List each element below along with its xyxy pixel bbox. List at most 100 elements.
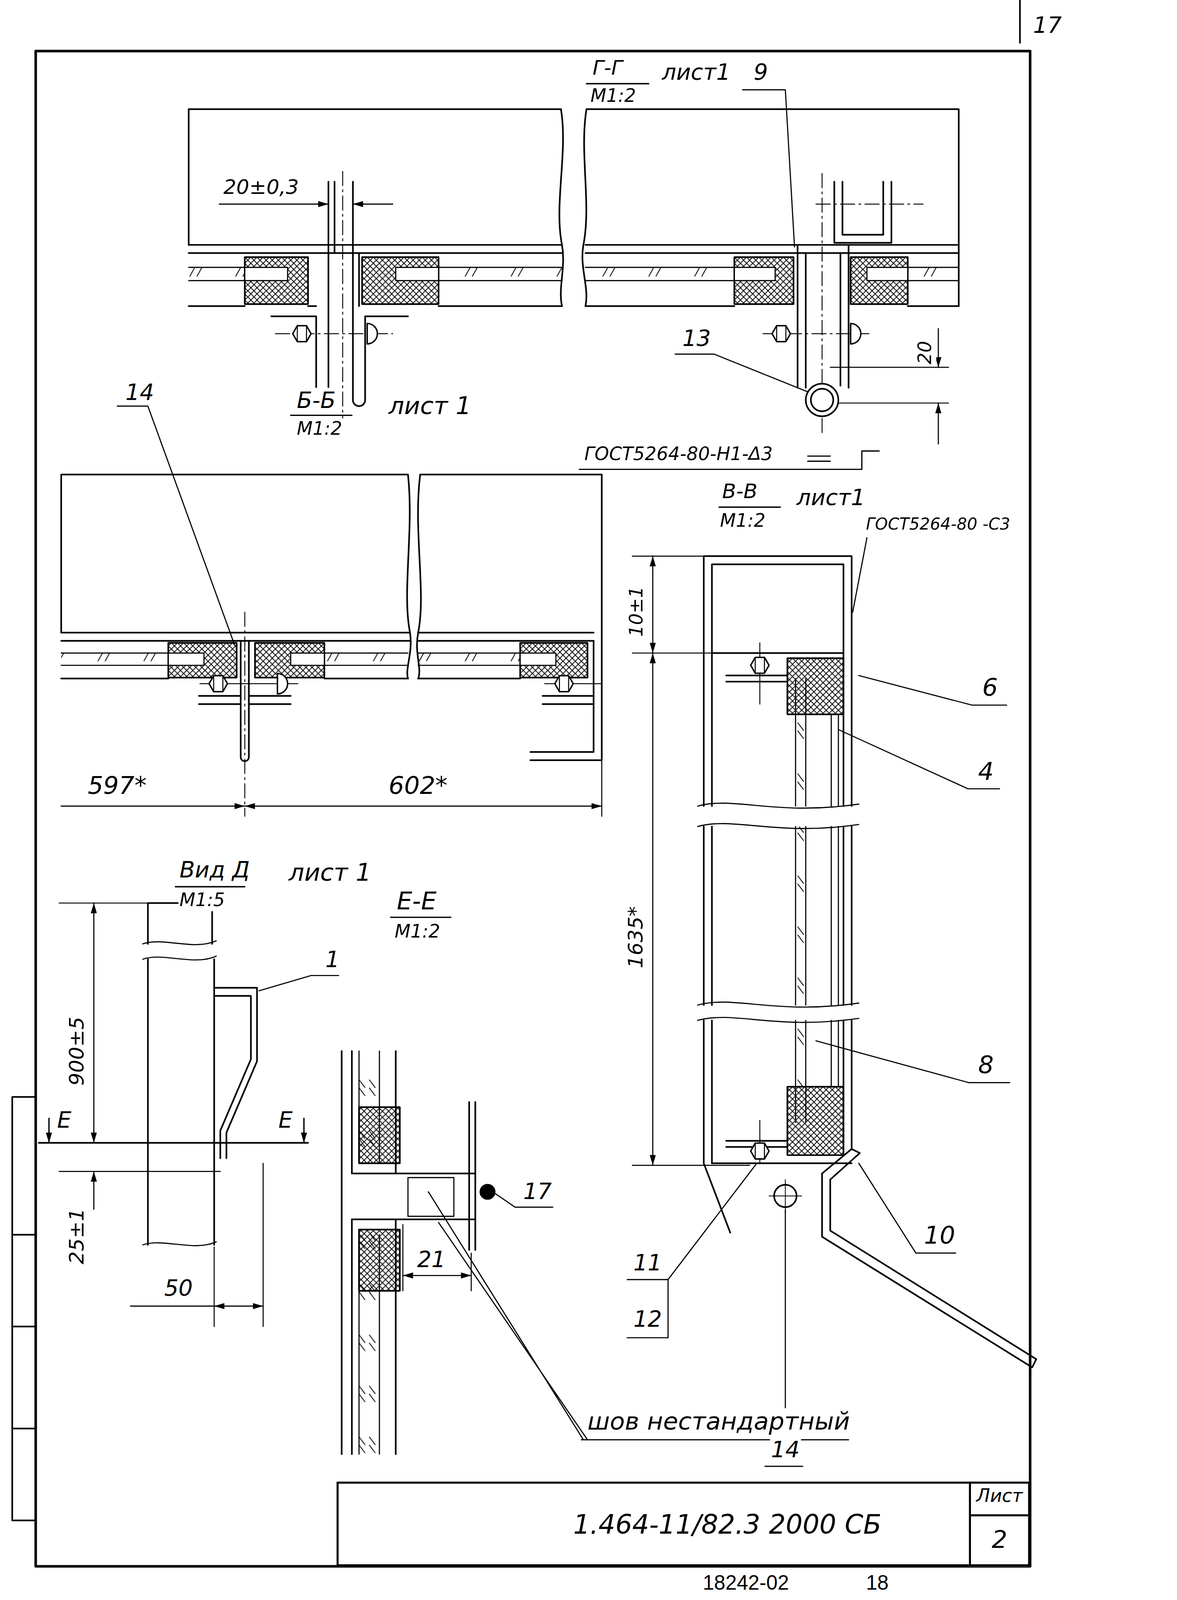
section-vv-vertical — [795, 826, 806, 1005]
callout-number: 14 — [770, 1436, 801, 1462]
section-bb-top-left — [219, 203, 329, 205]
sheet-cell: Лист2 — [969, 1481, 1031, 1566]
section-vv-vertical — [627, 506, 1037, 1466]
section-bb-top-left — [188, 109, 564, 419]
section-vv-vertical — [795, 678, 806, 1122]
view-d — [259, 975, 339, 991]
section-gg-top-right — [797, 244, 849, 388]
callout-number: 9 — [752, 59, 770, 85]
sheet-frame — [12, 0, 1031, 1566]
drawing-code: 1.464-11/82.3 2000 СБ — [573, 1509, 882, 1541]
section-ee — [390, 916, 451, 918]
section-vv-vertical — [759, 642, 761, 1163]
callout-number: 8 — [977, 1051, 995, 1080]
section-vv-vertical — [711, 651, 844, 654]
section-vv-vertical — [703, 826, 852, 1005]
section-middle-left — [61, 405, 602, 817]
section-middle-left — [418, 652, 520, 665]
callout-number: 13 — [681, 325, 712, 352]
section-bb-top-left — [342, 171, 344, 419]
section-vv-vertical — [795, 1019, 806, 1086]
section-vv-vertical — [627, 1279, 669, 1338]
section-bb-top-left — [292, 325, 312, 342]
section-middle-left — [61, 652, 169, 665]
section-ee — [351, 1172, 476, 1219]
view-d — [38, 886, 339, 1327]
section-middle-left — [61, 632, 410, 679]
section-vv-vertical — [703, 1019, 731, 1232]
section-gg-top-right — [585, 267, 959, 281]
sheet-number: 2 — [970, 1515, 1029, 1555]
section-middle-left — [117, 405, 235, 645]
callout-number: 6 — [981, 674, 1000, 703]
scale-note: М1:2 — [393, 921, 442, 943]
section-gg-top-right — [807, 456, 831, 462]
section-middle-left — [277, 672, 288, 694]
dimension-text: 25±1 — [65, 1206, 89, 1265]
view-d — [130, 1305, 214, 1307]
section-vv-vertical — [852, 537, 867, 612]
sheet-ref: лист1 — [660, 59, 732, 85]
view-d — [59, 1170, 221, 1172]
weld-note: шов нестандартный — [586, 1407, 851, 1436]
section-gg-top-right — [816, 203, 924, 205]
sheet-frame — [1019, 0, 1021, 43]
section-gg-top-right — [907, 267, 959, 281]
section-middle-left — [61, 805, 245, 807]
callout-number: 4 — [977, 757, 995, 787]
weld-note: ГОСТ5264-80 -С3 — [864, 515, 1012, 535]
section-bb-top-left — [358, 252, 360, 306]
sheet-ref: лист 1 — [287, 858, 373, 887]
section-gg-top-right — [834, 181, 892, 243]
section-bb-top-left — [438, 267, 563, 281]
section-gg-top-right — [830, 366, 949, 403]
section-ee — [480, 1184, 495, 1199]
sheet-heading: Лист — [970, 1482, 1029, 1516]
section-mark: Б-Б — [295, 387, 337, 414]
callout-number: 14 — [124, 379, 155, 406]
view-d — [38, 1141, 309, 1144]
view-d — [93, 902, 95, 1143]
section-middle-left — [542, 695, 594, 704]
section-gg-top-right — [734, 267, 908, 281]
section-middle-left — [61, 474, 408, 633]
section-bb-top-left — [290, 414, 352, 416]
section-vv-vertical — [795, 713, 806, 806]
section-vv-vertical — [627, 1162, 757, 1280]
scale-note: М1:2 — [295, 418, 344, 440]
section-vv-vertical — [697, 802, 859, 829]
section-vv-vertical — [838, 729, 1000, 789]
section-middle-left — [519, 652, 556, 665]
dimension-text: 597* — [86, 771, 148, 801]
weld-note: ГОСТ5264-80-Н1-Δ3 — [583, 443, 774, 465]
section-vv-vertical — [816, 1040, 1010, 1083]
dimension-text: 10±1 — [626, 585, 648, 638]
section-middle-left — [418, 632, 594, 679]
section-ee — [359, 1106, 400, 1163]
section-middle-left — [420, 474, 602, 761]
view-d — [59, 901, 148, 903]
section-ee — [402, 1274, 472, 1276]
sheet-ref: лист1 — [795, 484, 867, 511]
section-mark: Е — [56, 1106, 73, 1133]
view-d — [214, 995, 251, 1158]
dimension-text: 20±0,3 — [222, 175, 300, 199]
section-vv-vertical — [822, 1019, 1037, 1367]
section-middle-left — [244, 611, 246, 817]
section-vv-vertical — [726, 675, 788, 1147]
section-middle-left — [244, 805, 603, 807]
section-vv-vertical — [750, 1142, 770, 1159]
section-gg-top-right — [579, 83, 959, 470]
view-d — [147, 958, 214, 1245]
view-d — [303, 1117, 305, 1143]
dimension-text: 1635* — [624, 904, 648, 970]
sheet-ref: лист 1 — [387, 392, 473, 421]
section-gg-top-right — [675, 353, 809, 392]
view-mark: Вид Д — [178, 856, 251, 883]
sheet-frame — [35, 51, 1031, 1567]
scale-note: М1:5 — [178, 889, 226, 911]
section-vv-vertical — [652, 556, 654, 653]
section-bb-top-left — [333, 181, 336, 253]
section-middle-left — [554, 675, 574, 692]
